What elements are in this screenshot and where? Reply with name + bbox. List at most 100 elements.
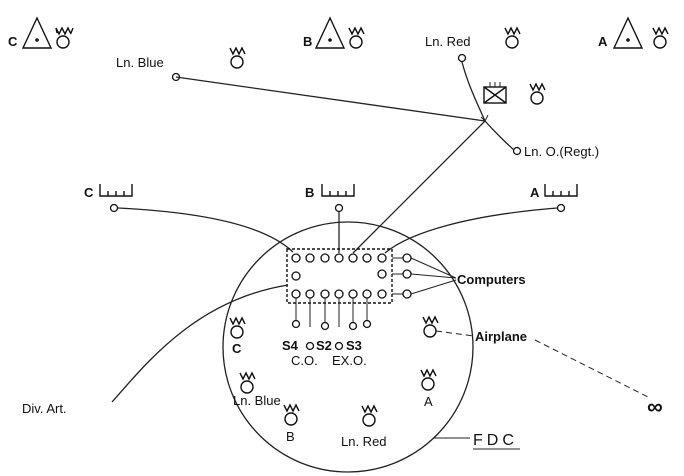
battery-c-position: C <box>84 184 133 213</box>
observer-lashes-icon <box>229 316 246 326</box>
switchboard-jack <box>305 253 315 263</box>
airplane-label: Airplane <box>475 329 527 344</box>
co-node <box>305 341 315 351</box>
c-inner-label: C <box>232 341 242 356</box>
staff-leads <box>295 298 368 327</box>
triangle-dot <box>328 38 332 42</box>
line-battery-a-to-switchboard <box>384 207 558 254</box>
airplane-leader-line <box>435 330 475 337</box>
observer-lashes-icon <box>422 315 439 325</box>
switchboard-jack <box>348 253 358 263</box>
inner-observer-a: A <box>420 368 437 409</box>
line-ln-blue-to-junction <box>175 76 486 122</box>
s4-label: S4 <box>282 338 299 353</box>
switchboard-jack <box>377 269 387 279</box>
observer-lashes-icon <box>348 26 365 36</box>
battery-a-position: A <box>530 184 578 213</box>
observer-eye-icon <box>362 413 376 427</box>
triangle-op-icon <box>21 16 53 49</box>
ln-blue-inner-label: Ln. Blue <box>233 393 281 408</box>
observer-lashes-icon <box>361 404 378 414</box>
line-battery-c-to-switchboard <box>117 207 294 253</box>
battery-c-node <box>109 203 119 213</box>
switchboard-jack <box>291 253 301 263</box>
battery-a-observation-post: A <box>598 16 669 49</box>
observer-eye-icon <box>421 377 435 391</box>
line-div-art-to-switchboard <box>111 284 289 403</box>
line-ln-red-to-junction <box>461 61 486 122</box>
battery-a-top-label: A <box>598 34 608 49</box>
computer-node <box>402 289 412 299</box>
ln-o-regt-group: Ln. O.(Regt.) <box>512 144 599 159</box>
switchboard-jack <box>320 253 330 263</box>
regt-cp-flags <box>489 82 501 87</box>
computers-label: Computers <box>457 272 526 287</box>
observer-eye-icon <box>230 325 244 339</box>
observer-lashes-icon <box>283 403 300 413</box>
switchboard-jack <box>377 253 387 263</box>
ln-o-regt-node <box>512 146 522 156</box>
a-inner-label: A <box>424 394 433 409</box>
switchboard-jack <box>362 289 372 299</box>
observer-lashes-icon <box>504 26 521 36</box>
computer-pointer-lines <box>410 257 457 295</box>
switchboard-jack <box>348 289 358 299</box>
battery-a-node <box>556 203 566 213</box>
switchboard <box>286 248 393 304</box>
co-label: C.O. <box>291 353 318 368</box>
switchboard-jack <box>291 271 301 281</box>
observer-eye-icon <box>230 55 244 69</box>
battery-b-node <box>334 203 344 213</box>
battery-a-mid-label: A <box>530 185 540 200</box>
triangle-op-icon <box>612 16 644 49</box>
exo-label: EX.O. <box>332 353 367 368</box>
fdc-label: FDC <box>473 432 518 449</box>
junction-mark <box>480 114 489 122</box>
staff-positions: S4 S2 S3 C.O. EX.O. <box>282 298 372 368</box>
observer-lashes-icon <box>55 26 74 36</box>
observer-eye-icon <box>423 324 437 338</box>
battery-c-mid-label: C <box>84 185 94 200</box>
ln-red-top-label: Ln. Red <box>425 34 471 49</box>
switchboard-jack <box>305 289 315 299</box>
battery-b-mid-label: B <box>305 185 314 200</box>
observer-eye-icon <box>505 35 519 49</box>
battery-c-top-label: C <box>8 34 18 49</box>
s3-label: S3 <box>346 338 362 353</box>
triangle-dot <box>35 38 39 42</box>
ln-blue-top-group: Ln. Blue <box>116 46 246 82</box>
inner-observer-airplane: Airplane <box>422 315 527 344</box>
battery-c-observation-post: C <box>8 16 74 49</box>
switchboard-jack <box>320 289 330 299</box>
inner-observer-c: C <box>229 316 246 356</box>
battery-guns-icon <box>544 184 578 197</box>
airplane-to-infinity-line <box>534 339 651 399</box>
observer-eye-icon <box>56 35 70 49</box>
s2-label: S2 <box>316 338 332 353</box>
observer-lashes-icon <box>420 368 437 378</box>
s3-aux-node <box>362 319 372 329</box>
computers-group: Computers <box>392 253 526 299</box>
battery-guns-icon <box>321 184 355 197</box>
ln-o-regt-label: Ln. O.(Regt.) <box>524 144 599 159</box>
s2-node <box>320 321 330 331</box>
line-junction-to-ln-o <box>484 120 515 151</box>
line-junction-to-fdc <box>352 120 486 254</box>
observer-lashes-icon <box>239 371 256 381</box>
inner-observer-b: B <box>283 403 300 444</box>
ln-blue-top-label: Ln. Blue <box>116 55 164 70</box>
regimental-command-post <box>483 82 546 105</box>
observer-eye-icon <box>349 35 363 49</box>
regt-cp-cross <box>483 86 507 104</box>
infinity-symbol: ∞ <box>647 394 663 419</box>
fdc-boundary-circle <box>222 221 474 473</box>
computer-node <box>402 269 412 279</box>
switchboard-jack <box>334 289 344 299</box>
ln-red-inner-label: Ln. Red <box>341 434 387 449</box>
battery-b-top-label: B <box>303 34 312 49</box>
observer-lashes-icon <box>229 46 246 56</box>
switchboard-jack <box>334 253 344 263</box>
switchboard-jack <box>377 289 387 299</box>
